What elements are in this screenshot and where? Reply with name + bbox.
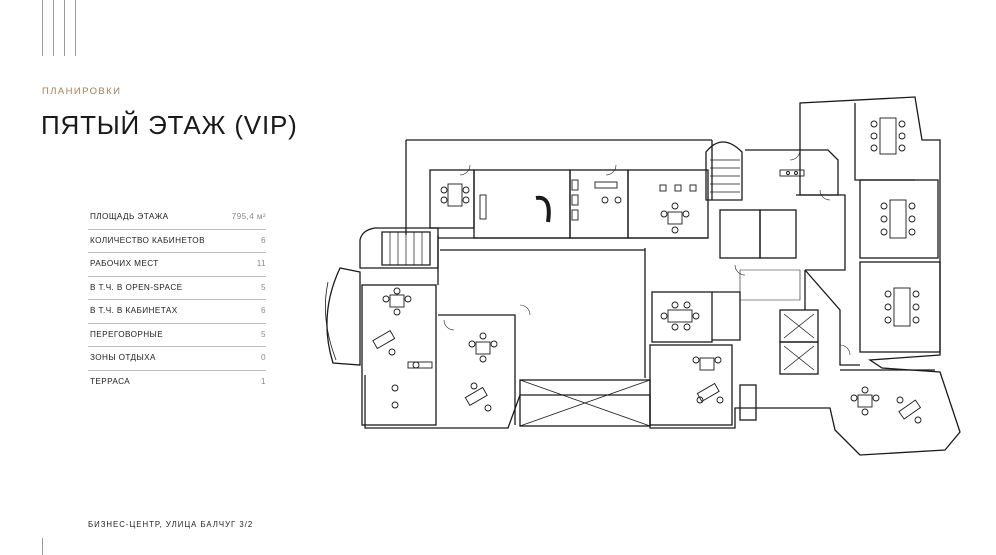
stat-row-floor-area: ПЛОЩАДЬ ЭТАЖА 795,4 м² [88,206,266,230]
stat-label: ТЕРРАСА [90,376,131,386]
stat-value: 1 [261,376,266,386]
stat-row-workplaces: РАБОЧИХ МЕСТ 11 [88,253,266,277]
stat-label: ПЛОЩАДЬ ЭТАЖА [90,212,169,221]
stat-value: 6 [261,306,266,315]
stat-row-in-offices: В Т.Ч. В КАБИНЕТАХ 6 [88,300,266,324]
stat-label: В Т.Ч. В OPEN-SPACE [90,282,183,292]
meeting-table-icon [447,183,463,207]
stat-value: 6 [261,235,266,245]
outer-wall [364,96,961,456]
decorative-tick [42,538,43,555]
stat-label: ЗОНЫ ОТДЫХА [90,353,156,362]
section-label: ПЛАНИРОВКИ [42,86,122,97]
stat-row-offices-count: КОЛИЧЕСТВО КАБИНЕТОВ 6 [88,230,266,253]
floor-stats-table: ПЛОЩАДЬ ЭТАЖА 795,4 м² КОЛИЧЕСТВО КАБИНЕ… [88,206,266,393]
stat-label: КОЛИЧЕСТВО КАБИНЕТОВ [90,235,205,245]
stat-label: ПЕРЕГОВОРНЫЕ [90,329,164,339]
stat-row-terrace: ТЕРРАСА 1 [88,371,266,394]
door-swing-icon [459,164,471,176]
stat-row-open-space: В Т.Ч. В OPEN-SPACE 5 [88,277,266,300]
stat-value: 11 [256,259,266,268]
footer-address: БИЗНЕС-ЦЕНТР, УЛИЦА БАЛЧУГ 3/2 [88,520,254,529]
floor-plan [324,96,961,456]
stat-label: В Т.Ч. В КАБИНЕТАХ [90,306,178,315]
stat-value: 5 [261,329,266,339]
stat-label: РАБОЧИХ МЕСТ [90,259,159,268]
decorative-lines [42,0,78,56]
stat-row-meeting-rooms: ПЕРЕГОВОРНЫЕ 5 [88,324,266,347]
stat-value: 795,4 м² [231,212,266,221]
stat-row-rest-zones: ЗОНЫ ОТДЫХА 0 [88,347,266,371]
stat-value: 0 [261,353,266,362]
stat-value: 5 [261,282,266,292]
page-title: ПЯТЫЙ ЭТАЖ (VIP) [41,110,298,140]
